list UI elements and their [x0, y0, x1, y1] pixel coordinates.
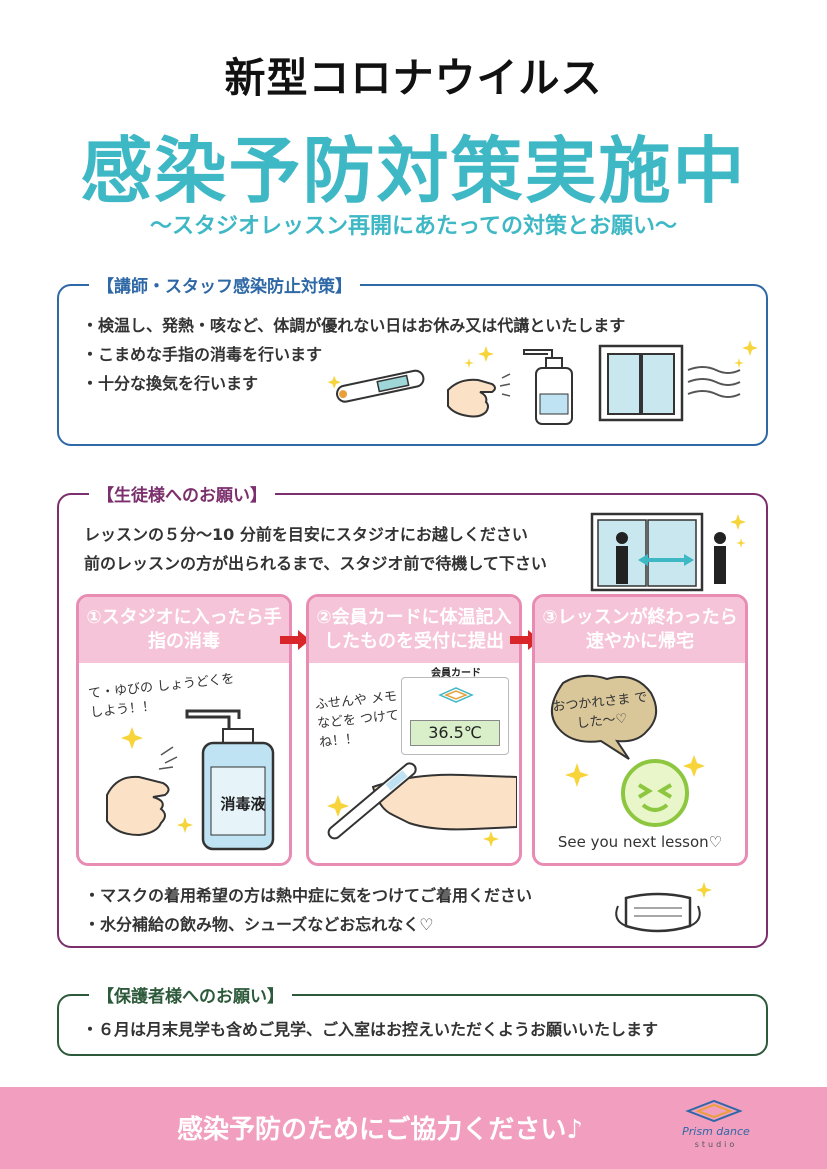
- staff-item-2: ・こまめな手指の消毒を行います: [82, 345, 323, 364]
- student-intro-2: 前のレッスンの方が出られるまで、スタジオ前で待機して下さい: [84, 554, 547, 573]
- step-arrow-1: [280, 630, 310, 650]
- staff-section: 【講師・スタッフ感染防止対策】: [57, 272, 768, 446]
- guardian-item-1: ・６月は月末見学も含めご見学、ご入室はお控えいただくようお願いいたします: [82, 1020, 659, 1039]
- student-section-heading: 【生徒様へのお願い】: [89, 481, 275, 506]
- footer-banner: 感染予防のためにご協力ください♪ Prism dance studio: [0, 1087, 827, 1169]
- step-3-title: ③レッスンが終わったら速やかに帰宅: [535, 597, 745, 663]
- speech-bubble-icon: [551, 674, 658, 760]
- mask-icon: [615, 882, 712, 933]
- sanitizer-bottle-icon: [106, 709, 275, 851]
- staff-item-1: ・検温し、発熱・咳など、体調が優れない日はお休み又は代講といたします: [82, 316, 626, 335]
- student-intro-1: レッスンの５分〜10 分前を目安にスタジオにお越しください: [84, 525, 528, 544]
- smiley-face-icon: [621, 755, 705, 827]
- logo-subtext: studio: [694, 1140, 738, 1149]
- subtitle: 〜スタジオレッスン再開にあたっての対策とお願い〜: [150, 214, 677, 239]
- student-note-1: ・マスクの着用希望の方は熱中症に気をつけてご着用ください: [84, 886, 533, 905]
- member-card-title: 会員カード: [431, 668, 481, 679]
- step-card-1: ①スタジオに入ったら手指の消毒 て・ゆびの しょうどくをしよう！！ 消毒液: [76, 594, 292, 866]
- studio-logo-icon: [685, 1099, 743, 1123]
- step-1-title: ①スタジオに入ったら手指の消毒: [79, 597, 289, 663]
- staff-section-heading: 【講師・スタッフ感染防止対策】: [89, 272, 360, 297]
- member-card: 会員カード 36.5℃: [401, 668, 509, 755]
- window-ventilation-icon: [598, 340, 758, 422]
- bottle-label: 消毒液: [220, 795, 266, 813]
- student-note-2: ・水分補給の飲み物、シューズなどお忘れなく♡: [84, 915, 434, 934]
- staff-item-3: ・十分な換気を行います: [82, 374, 259, 393]
- logo-icon: [438, 687, 474, 703]
- member-card-temperature: 36.5℃: [410, 720, 500, 746]
- step-card-3: ③レッスンが終わったら速やかに帰宅 おつかれさま でした〜♡ See you n…: [532, 594, 748, 866]
- thermometer-icon: [327, 369, 425, 403]
- guardian-section-heading: 【保護者様へのお願い】: [89, 982, 292, 1007]
- title-line-1: 新型コロナウイルス: [224, 54, 603, 102]
- door-waiting-icon: [590, 512, 746, 592]
- hand-thermometer-icon: [327, 762, 517, 847]
- logo-text: Prism dance: [682, 1125, 750, 1138]
- hand-spray-icon: [447, 346, 573, 425]
- title-line-2: 感染予防対策実施中: [80, 129, 747, 213]
- sparkle-icon: [565, 763, 589, 787]
- footer-message: 感染予防のためにご協力ください♪: [176, 1115, 584, 1145]
- step-2-handwriting: ふせんや メモなどを つけてね！！: [314, 689, 400, 751]
- student-section: 【生徒様へのお願い】: [57, 481, 768, 948]
- step-card-2: ②会員カードに体温記入したものを受付に提出 ふせんや メモなどを つけてね！！ …: [306, 594, 522, 866]
- step-2-title: ②会員カードに体温記入したものを受付に提出: [309, 597, 519, 663]
- guardian-section: 【保護者様へのお願い】: [57, 982, 768, 1056]
- step-3-caption: See you next lesson♡: [557, 833, 723, 851]
